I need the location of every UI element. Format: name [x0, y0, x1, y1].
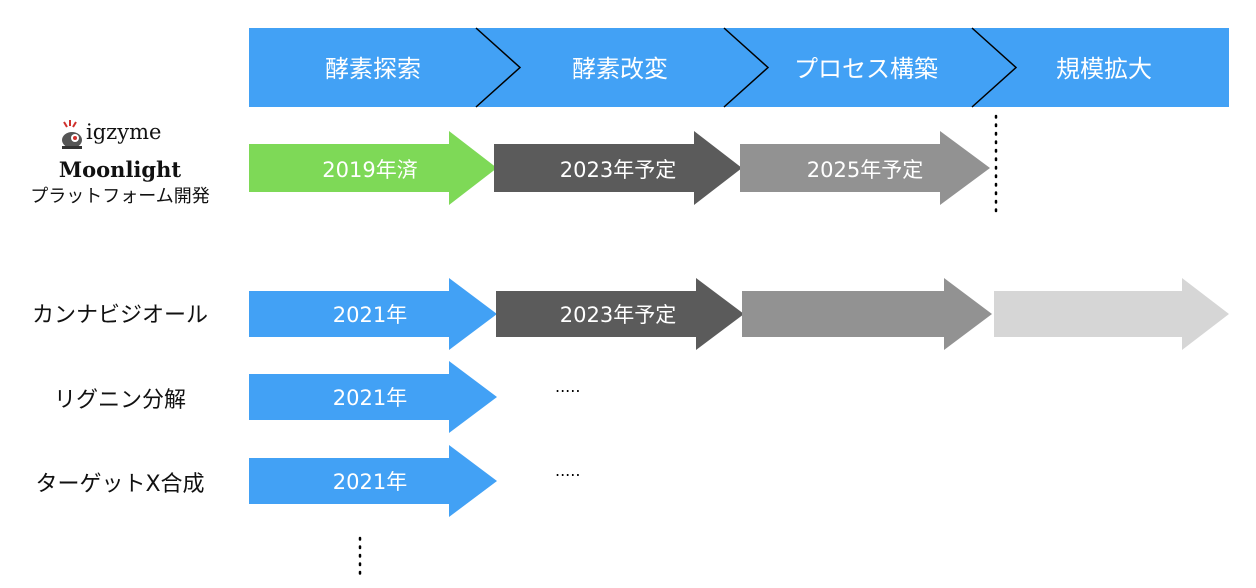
- arrow-2021: [249, 278, 497, 350]
- digzyme-logo-icon: [62, 120, 82, 149]
- arrow-2023-planned: [494, 131, 742, 205]
- row-target-x: 2021年 .....: [249, 445, 580, 517]
- stage-header: 酵素探索 酵素改変 プロセス構築 規模拡大: [249, 27, 1229, 108]
- trailing-dots: .....: [555, 461, 580, 480]
- arrow-label-2023-planned: 2023年予定: [560, 158, 676, 182]
- arrow-process: [742, 278, 992, 350]
- chevron-separator-1: [475, 27, 522, 108]
- arrow-label-2023-planned: 2023年予定: [560, 303, 676, 327]
- arrow-label-2021: 2021年: [333, 386, 407, 410]
- arrow-label-2019-done: 2019年済: [322, 158, 417, 182]
- arrow-label-2025-planned: 2025年予定: [807, 158, 923, 182]
- stage-label-2: 酵素改変: [572, 55, 668, 83]
- arrow-scaleup: [994, 278, 1229, 350]
- row-cannabidiol: 2021年 2023年予定: [249, 278, 1229, 350]
- arrow-2023-planned: [496, 278, 744, 350]
- stage-label-1: 酵素探索: [325, 55, 421, 83]
- brand-name: igzyme: [86, 120, 162, 144]
- product-subtitle: プラットフォーム開発: [30, 186, 210, 207]
- arrow-2021: [249, 445, 497, 517]
- stage-label-4: 規模拡大: [1056, 55, 1152, 83]
- trailing-dots: .....: [555, 377, 580, 396]
- logo-block: igzyme Moonlight プラットフォーム開発: [0, 118, 240, 210]
- chevron-separator-2: [723, 27, 770, 108]
- row-label-cannabidiol: カンナビジオール: [31, 303, 208, 328]
- row-moonlight: 2019年済 2023年予定 2025年予定: [249, 114, 998, 220]
- arrow-2021: [249, 361, 497, 433]
- row-lignin: 2021年 .....: [249, 361, 580, 433]
- chevron-separator-3: [971, 27, 1018, 108]
- row-label-target-x: ターゲットX合成: [35, 472, 205, 497]
- arrow-2025-planned: [740, 131, 990, 205]
- stage-label-3: プロセス構築: [794, 55, 938, 83]
- arrow-label-2021: 2021年: [333, 303, 407, 327]
- row-label-lignin: リグニン分解: [53, 388, 186, 413]
- arrow-label-2021: 2021年: [333, 470, 407, 494]
- product-name: Moonlight: [58, 157, 182, 182]
- arrow-2019-done: [249, 131, 497, 205]
